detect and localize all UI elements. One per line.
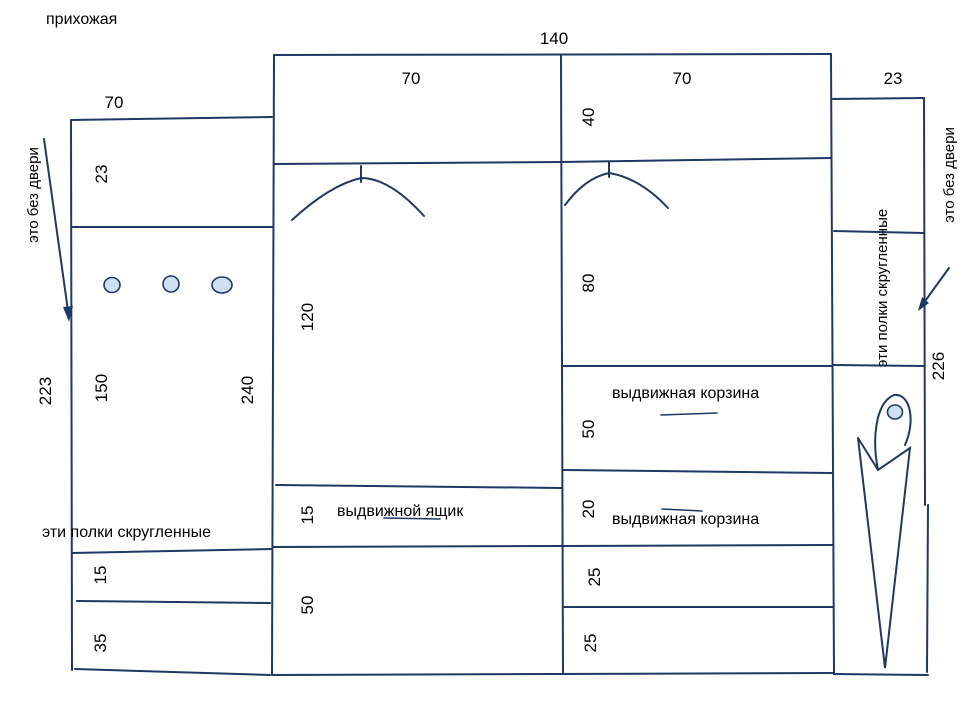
dim-right-hanging: 80 bbox=[579, 274, 598, 293]
label-basket-2: выдвижная корзина bbox=[612, 511, 759, 528]
dim-left-shelf-2: 35 bbox=[91, 634, 110, 653]
dim-right-shelf-2: 25 bbox=[581, 634, 600, 653]
dim-left-middle: 150 bbox=[92, 374, 111, 402]
dim-left-top: 23 bbox=[92, 165, 111, 184]
dim-right-width: 23 bbox=[884, 69, 903, 88]
note-no-door-right: это без двери bbox=[941, 127, 958, 223]
left-open-section bbox=[70, 116, 273, 676]
dim-mid-top: 40 bbox=[579, 108, 598, 127]
dim-mid-drawer: 15 bbox=[298, 506, 317, 525]
dim-left-section-height: 240 bbox=[238, 376, 257, 404]
dim-right-basket-2: 20 bbox=[579, 500, 598, 519]
note-no-door-left: это без двери bbox=[25, 147, 42, 243]
main-cabinet-frame bbox=[271, 53, 835, 676]
dim-right-shelf-1: 25 bbox=[585, 568, 604, 587]
umbrella-icon bbox=[857, 393, 912, 669]
dim-left-shelf-1: 15 bbox=[91, 566, 110, 585]
arrow-left bbox=[43, 138, 73, 322]
coat-hook-3 bbox=[211, 276, 233, 294]
hanger-icon bbox=[291, 176, 425, 221]
coat-hook-1 bbox=[103, 276, 121, 294]
coat-hook-2 bbox=[162, 275, 180, 293]
dim-mid-hanging: 120 bbox=[298, 303, 317, 331]
umbrella-handle-icon bbox=[886, 404, 904, 420]
middle-right-compartment bbox=[562, 161, 834, 608]
dim-mid-bottom: 50 bbox=[298, 596, 317, 615]
note-rounded-shelves-right: эти полки скругленные bbox=[874, 209, 891, 367]
arrow-right bbox=[918, 267, 950, 311]
dim-left-height-total: 223 bbox=[36, 377, 55, 405]
dim-mid-left-width: 70 bbox=[402, 69, 421, 88]
room-title: прихожая bbox=[46, 11, 117, 28]
dim-mid-right-width: 70 bbox=[673, 69, 692, 88]
dim-left-width: 70 bbox=[105, 93, 124, 112]
right-rounded-section bbox=[831, 97, 929, 676]
note-rounded-shelves-left: эти полки скругленные bbox=[42, 524, 211, 541]
label-basket-1: выдвижная корзина bbox=[612, 385, 759, 402]
dim-total-width: 140 bbox=[540, 29, 568, 48]
dim-right-basket-1: 50 bbox=[579, 420, 598, 439]
hanger-icon bbox=[564, 171, 669, 209]
middle-left-compartment bbox=[272, 165, 563, 548]
label-drawer: выдвижной ящик bbox=[337, 503, 464, 520]
dim-right-height-total: 226 bbox=[929, 352, 948, 380]
